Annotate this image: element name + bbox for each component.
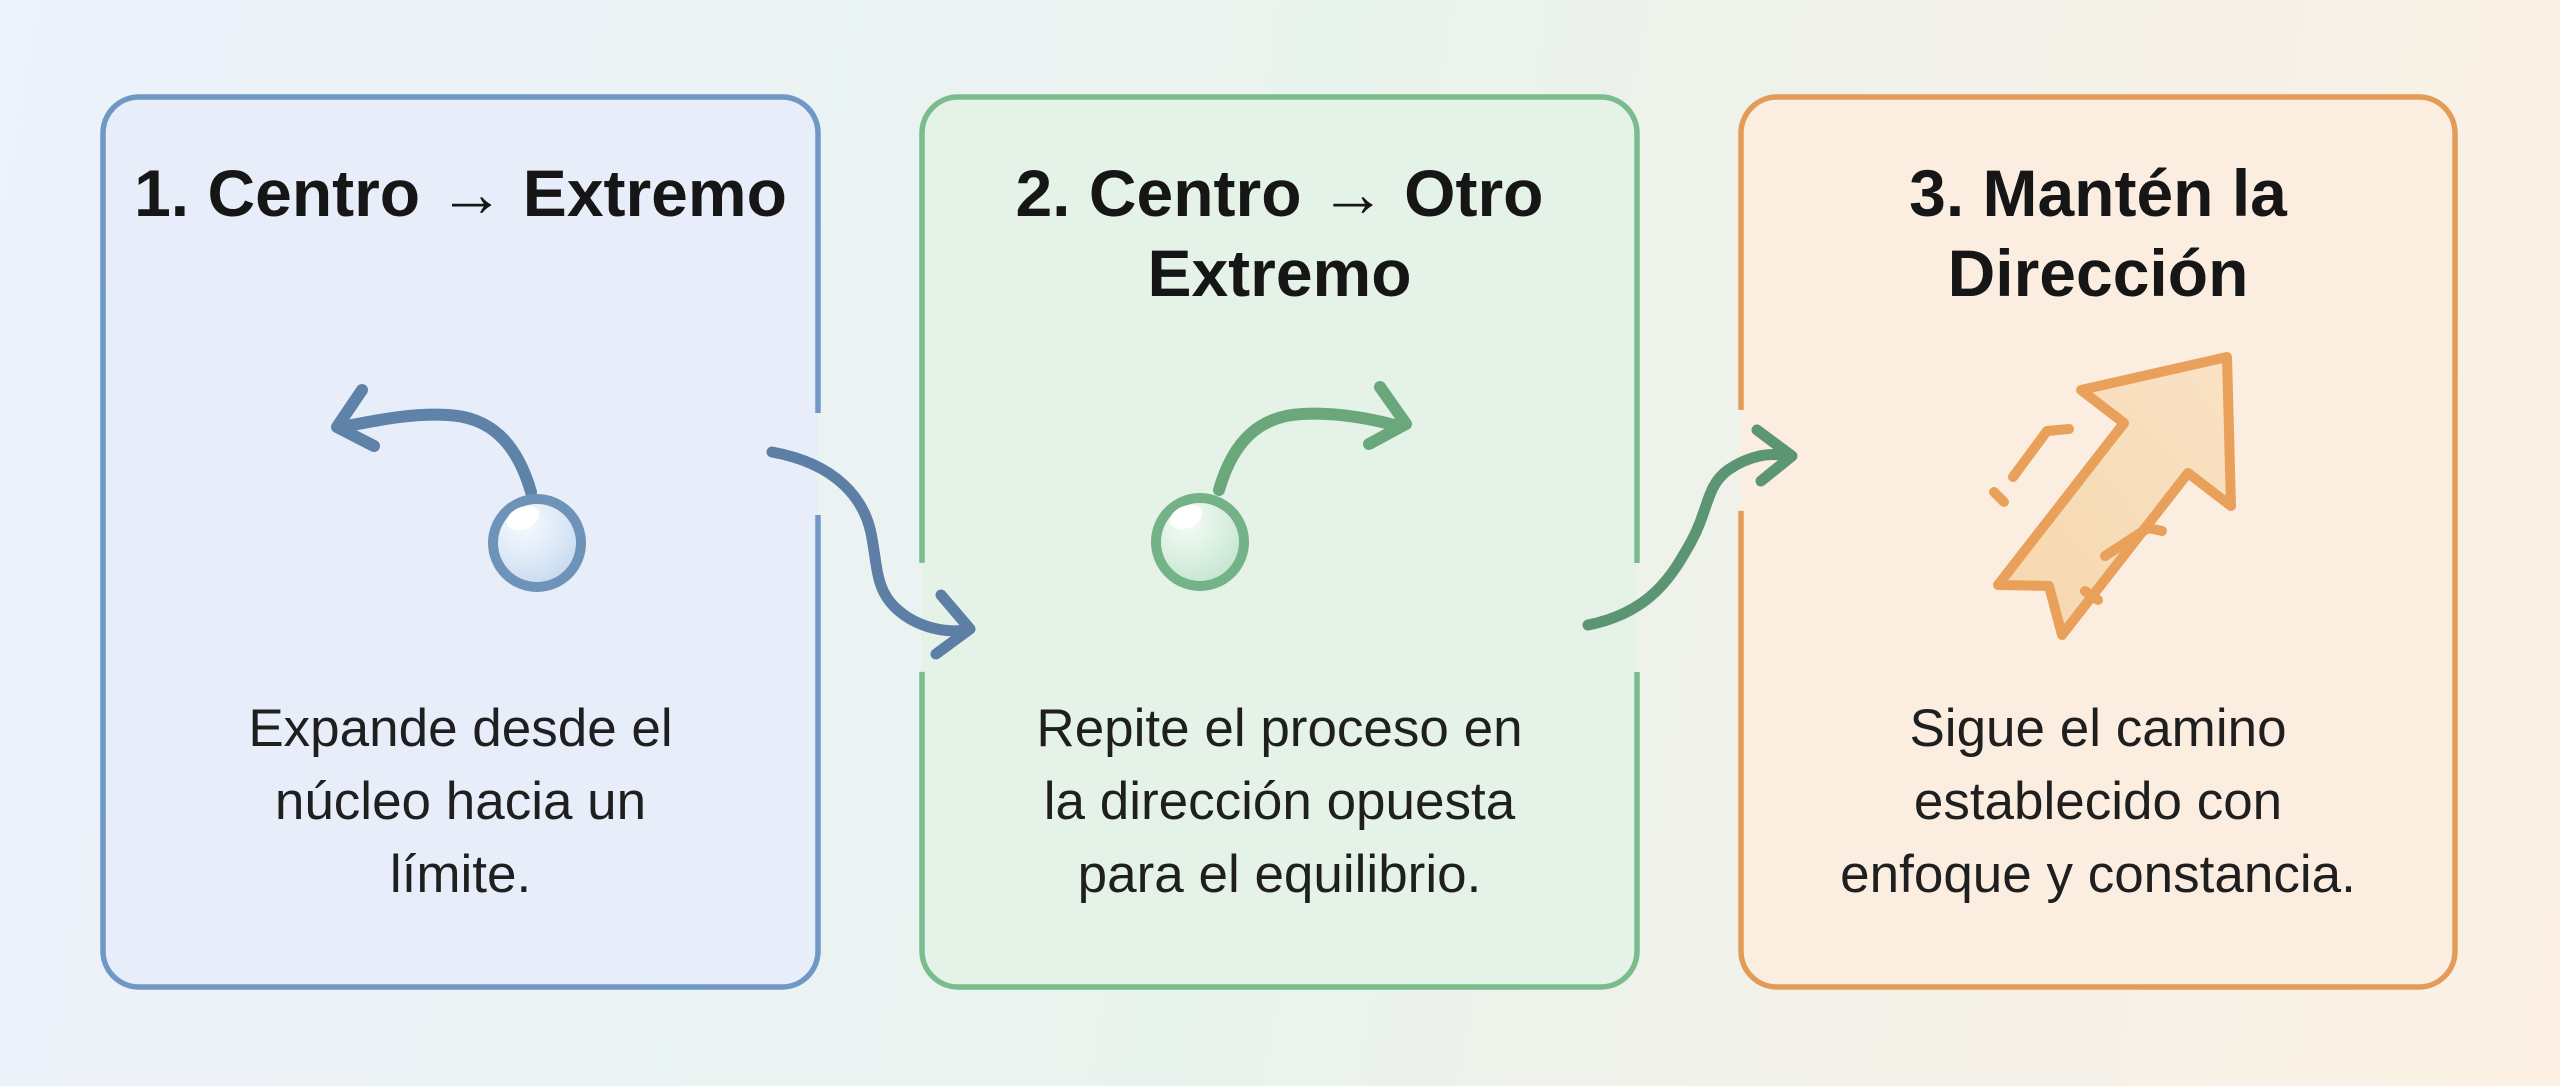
card-1-title-line: 1. Centro → Extremo (134, 156, 787, 230)
card-1-desc-line: núcleo hacia un (274, 772, 647, 831)
card-1-title: 1. Centro → Extremo (113, 153, 808, 233)
card-3-desc-line: enfoque y constancia. (1840, 845, 2356, 904)
card-3-title-line: 3. Mantén la (1909, 156, 2287, 230)
card-2-panel (919, 94, 1640, 990)
card-3-description: Sigue el camino establecido con enfoque … (1751, 692, 2445, 911)
card-2-desc-line: Repite el proceso en (1036, 699, 1523, 758)
card-3-title-line: Dirección (1947, 236, 2249, 310)
card-2-description: Repite el proceso en la dirección opuest… (932, 692, 1627, 911)
connector-2-3-arrow (1582, 424, 1798, 631)
card-2-title: 2. Centro → Otro Extremo (932, 153, 1627, 313)
pendulum-ball-swing-right-icon (1151, 381, 1412, 591)
card-1-panel (100, 94, 821, 990)
card-2-desc-line: la dirección opuesta (1043, 772, 1516, 831)
card-1-description: Expande desde el núcleo hacia un límite. (113, 692, 808, 911)
card-3-desc-line: establecido con (1913, 772, 2283, 831)
card-2-title-line: 2. Centro → Otro (1015, 156, 1544, 230)
card-3-title: 3. Mantén la Dirección (1751, 153, 2445, 313)
card-1-desc-line: Expande desde el (248, 699, 673, 758)
card-1-desc-line: límite. (389, 845, 532, 904)
card-2-title-line: Extremo (1147, 236, 1412, 310)
card-2-desc-line: para el equilibrio. (1077, 845, 1482, 904)
arrow-up-right-icon (1989, 352, 2236, 640)
pendulum-ball-swing-left-icon (331, 384, 586, 592)
card-3-desc-line: Sigue el camino (1909, 699, 2287, 758)
connector-1-2-arrow (766, 446, 976, 660)
